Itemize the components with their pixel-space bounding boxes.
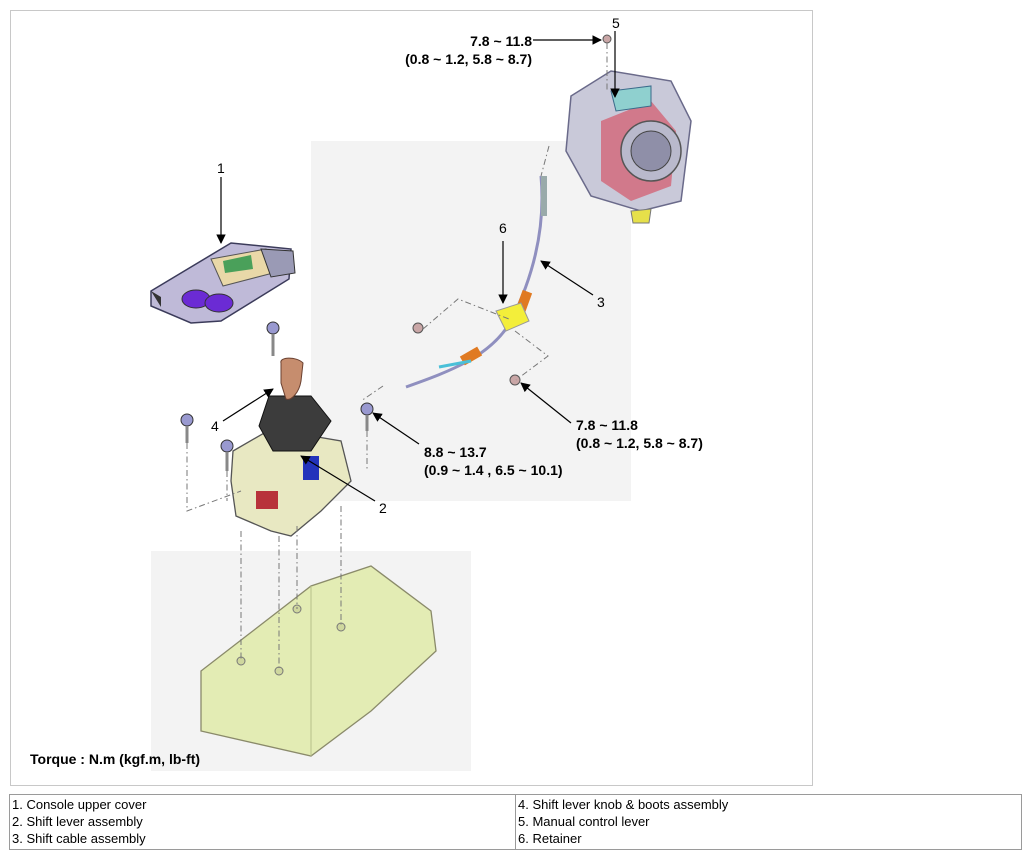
legend-left-column: 1. Console upper cover 2. Shift lever as… (9, 794, 516, 850)
torque-lever-value: 8.8 ~ 13.7 (424, 444, 487, 460)
callout-4: 4 (211, 418, 219, 434)
nut (509, 374, 521, 386)
nut (412, 322, 424, 334)
legend-item: 2. Shift lever assembly (12, 814, 143, 829)
diagram-canvas: 1 2 3 4 5 6 7.8 ~ 11.8 (0.8 ~ 1.2, 5.8 ~… (30, 15, 703, 771)
bolt (220, 439, 234, 471)
retainer (495, 302, 530, 332)
callout-2: 2 (379, 500, 387, 516)
callout-1: 1 (217, 160, 225, 176)
background-panel (311, 141, 631, 501)
legend-item: 6. Retainer (518, 831, 582, 846)
bolts (180, 321, 521, 471)
console-upper-cover (150, 242, 296, 324)
legend-item: 1. Console upper cover (12, 797, 147, 812)
legend-right-column: 4. Shift lever knob & boots assembly 5. … (515, 794, 1022, 850)
torque-mid-sub: (0.8 ~ 1.2, 5.8 ~ 8.7) (576, 435, 703, 451)
bolt (180, 413, 194, 443)
transaxle-housing (565, 34, 692, 224)
manual-lever-nut (602, 34, 612, 44)
callout-3: 3 (597, 294, 605, 310)
leader-lines (216, 31, 620, 502)
callout-6: 6 (499, 220, 507, 236)
legend-item: 4. Shift lever knob & boots assembly (518, 797, 729, 812)
exploded-diagram: 1 2 3 4 5 6 7.8 ~ 11.8 (0.8 ~ 1.2, 5.8 ~… (10, 10, 813, 786)
torque-top-value: 7.8 ~ 11.8 (470, 33, 532, 49)
callout-5: 5 (612, 15, 620, 31)
floor-panel (200, 565, 437, 757)
bolt (360, 402, 374, 431)
torque-top-sub: (0.8 ~ 1.2, 5.8 ~ 8.7) (405, 51, 532, 67)
legend-item: 3. Shift cable assembly (12, 831, 146, 846)
bolt (266, 321, 280, 356)
shift-lever-assembly (230, 357, 352, 537)
legend-item: 5. Manual control lever (518, 814, 650, 829)
torque-mid-value: 7.8 ~ 11.8 (576, 417, 638, 433)
torque-lever-sub: (0.9 ~ 1.4 , 6.5 ~ 10.1) (424, 462, 563, 478)
shift-cable (405, 175, 547, 389)
torque-unit-note: Torque : N.m (kgf.m, lb-ft) (30, 751, 200, 767)
legend-table: 1. Console upper cover 2. Shift lever as… (9, 794, 1022, 850)
alignment-lines (186, 43, 608, 671)
